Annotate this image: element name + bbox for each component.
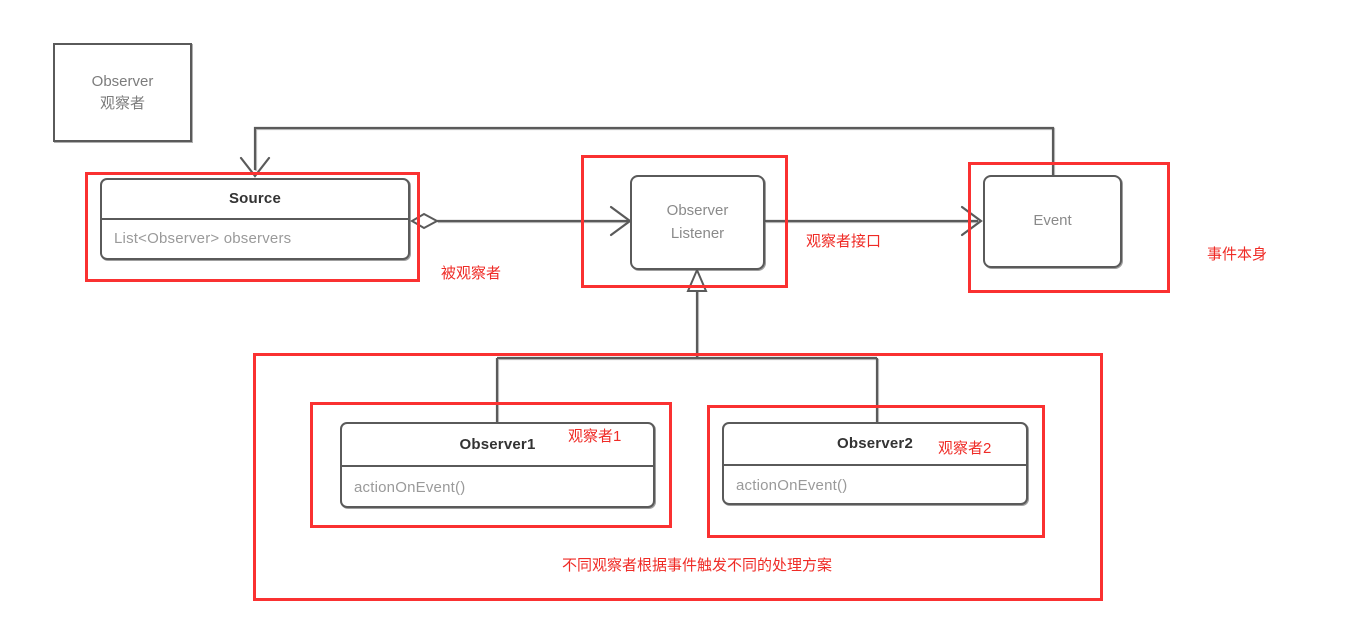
observer1-title: Observer1 — [459, 436, 536, 453]
observer2-method: actionOnEvent() — [736, 477, 848, 494]
observer2-divider — [724, 464, 1026, 466]
observer2-title: Observer2 — [836, 435, 914, 452]
red-box-observer-group — [253, 353, 1103, 601]
observer-listener-line2: Listener — [670, 224, 725, 242]
observer-legend-line1: Observer — [91, 72, 154, 90]
uml-class-observer1: Observer1 actionOnEvent() — [340, 422, 655, 508]
uml-class-observer2: Observer2 actionOnEvent() — [722, 422, 1028, 505]
source-divider — [102, 218, 408, 220]
annotation-observer2: 观察者2 — [938, 440, 992, 457]
red-box-observer1 — [310, 402, 672, 528]
uml-class-event: Event — [983, 175, 1122, 268]
event-title: Event — [1033, 212, 1072, 230]
observer-legend-box: Observer 观察者 — [53, 43, 192, 142]
red-box-observer-listener — [581, 155, 788, 288]
annotation-observer1: 观察者1 — [568, 428, 622, 445]
annotation-observer-listener: 观察者接口 — [806, 233, 882, 250]
annotation-source: 被观察者 — [441, 265, 502, 282]
annotation-observer-group: 不同观察者根据事件触发不同的处理方案 — [562, 557, 833, 574]
annotation-event: 事件本身 — [1207, 246, 1268, 263]
uml-class-observer-listener: Observer Listener — [630, 175, 765, 270]
red-box-source — [85, 172, 420, 282]
red-box-observer2 — [707, 405, 1045, 538]
observer-listener-line1: Observer — [666, 202, 729, 219]
source-attribute: List<Observer> observers — [114, 230, 292, 247]
observer-legend-line2: 观察者 — [99, 94, 145, 112]
source-title: Source — [228, 190, 282, 207]
red-box-event — [968, 162, 1170, 293]
uml-class-source: Source List<Observer> observers — [100, 178, 410, 260]
observer1-divider — [342, 465, 653, 467]
observer1-method: actionOnEvent() — [354, 479, 466, 496]
